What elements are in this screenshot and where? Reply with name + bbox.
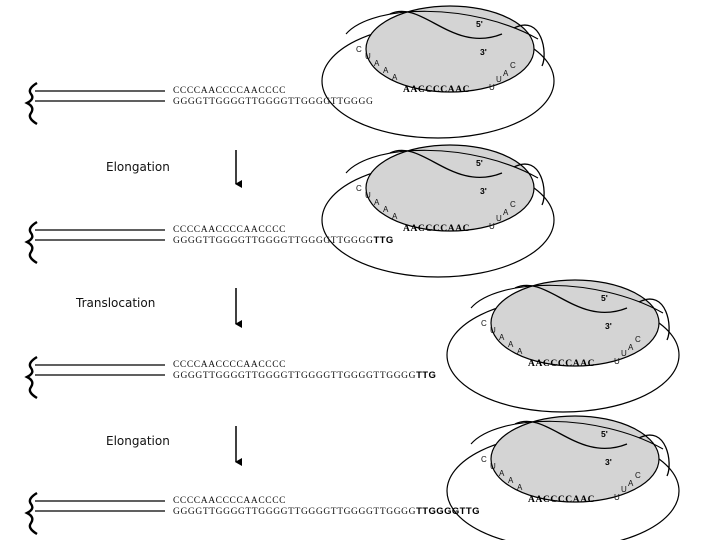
rna-loop-base: A — [517, 347, 523, 356]
rna-tail-base: U — [614, 493, 620, 502]
rna-loop-base: A — [392, 212, 398, 221]
rna-loop-base: A — [499, 333, 505, 342]
rna-tail-base: U — [489, 222, 495, 231]
added-bases-sequence: TTG — [373, 235, 393, 246]
bottom-strand-sequence: GGGGTTGGGGTTGGGGTTGGGGTTGGGGTTG — [173, 235, 394, 246]
three-prime-label: 3' — [480, 186, 487, 196]
rna-template-sequence: AACCCCAAC — [403, 85, 470, 95]
added-bases-sequence: TTG — [416, 370, 436, 381]
five-prime-label: 5' — [601, 429, 608, 439]
rna-tail-base: U — [496, 75, 502, 84]
rna-tail-base: C — [635, 471, 641, 480]
top-strand-sequence: CCCCAACCCCAACCCC — [173, 86, 286, 96]
rna-loop-base: U — [365, 52, 371, 61]
rna-loop-base: C — [356, 184, 362, 193]
chromosome-end-bracket — [27, 493, 37, 534]
rna-loop-base: A — [508, 476, 514, 485]
five-prime-label: 5' — [476, 19, 483, 29]
rna-tail-base: A — [503, 69, 509, 78]
rna-template-sequence: AACCCCAAC — [528, 495, 595, 505]
chromosome-end-bracket — [27, 83, 37, 124]
rna-loop-base: A — [383, 66, 389, 75]
rna-loop-base: A — [508, 340, 514, 349]
bottom-strand-sequence: GGGGTTGGGGTTGGGGTTGGGGTTGGGG — [173, 97, 373, 107]
rna-loop-base: A — [499, 469, 505, 478]
rna-loop-base: A — [374, 198, 380, 207]
step-4-label: Elongation — [106, 434, 170, 448]
top-strand-sequence: CCCCAACCCCAACCCC — [173, 360, 286, 370]
rna-loop-base: A — [374, 59, 380, 68]
rna-loop-base: A — [517, 483, 523, 492]
chromosome-end-bracket — [27, 357, 37, 398]
rna-loop-base: C — [356, 45, 362, 54]
five-prime-label: 5' — [601, 293, 608, 303]
rna-loop-base: C — [481, 455, 487, 464]
rna-tail-base: A — [628, 343, 634, 352]
rna-tail-base: U — [621, 349, 627, 358]
rna-template-sequence: AACCCCAAC — [528, 359, 595, 369]
three-prime-label: 3' — [605, 321, 612, 331]
rna-tail-base: U — [614, 357, 620, 366]
rna-loop-base: U — [490, 326, 496, 335]
rna-loop-base: U — [490, 462, 496, 471]
step-3-label: Translocation — [75, 296, 155, 310]
bottom-strand-sequence: GGGGTTGGGGTTGGGGTTGGGGTTGGGGTTGGGGTTG — [173, 370, 436, 381]
chromosome-end-bracket — [27, 222, 37, 263]
rna-tail-base: U — [496, 214, 502, 223]
rna-tail-base: C — [510, 61, 516, 70]
rna-loop-base: A — [383, 205, 389, 214]
three-prime-label: 3' — [480, 47, 487, 57]
rna-loop-base: U — [365, 191, 371, 200]
three-prime-label: 3' — [605, 457, 612, 467]
five-prime-label: 5' — [476, 158, 483, 168]
rna-template-sequence: AACCCCAAC — [403, 224, 470, 234]
rna-loop-base: C — [481, 319, 487, 328]
added-bases-sequence: TTGGGGTTG — [416, 506, 480, 517]
top-strand-sequence: CCCCAACCCCAACCCC — [173, 496, 286, 506]
rna-loop-base: A — [392, 73, 398, 82]
rna-tail-base: A — [628, 479, 634, 488]
rna-tail-base: U — [489, 83, 495, 92]
step-2-label: Elongation — [106, 160, 170, 174]
step-1-panel: 5' 3' CCCCAACCCCAACCCCGGGGTTGGGGTTGGGGTTGG… — [27, 6, 554, 138]
rna-tail-base: C — [510, 200, 516, 209]
rna-tail-base: U — [621, 485, 627, 494]
rna-tail-base: C — [635, 335, 641, 344]
panels: 5'3'CCCCAACCCCAACCCCGGGGTTGGGGTTGGGGTTGG… — [27, 6, 679, 540]
top-strand-sequence: CCCCAACCCCAACCCC — [173, 225, 286, 235]
rna-tail-base: A — [503, 208, 509, 217]
bottom-strand-sequence: GGGGTTGGGGTTGGGGTTGGGGTTGGGGTTGGGGTTGGGG… — [173, 506, 480, 517]
